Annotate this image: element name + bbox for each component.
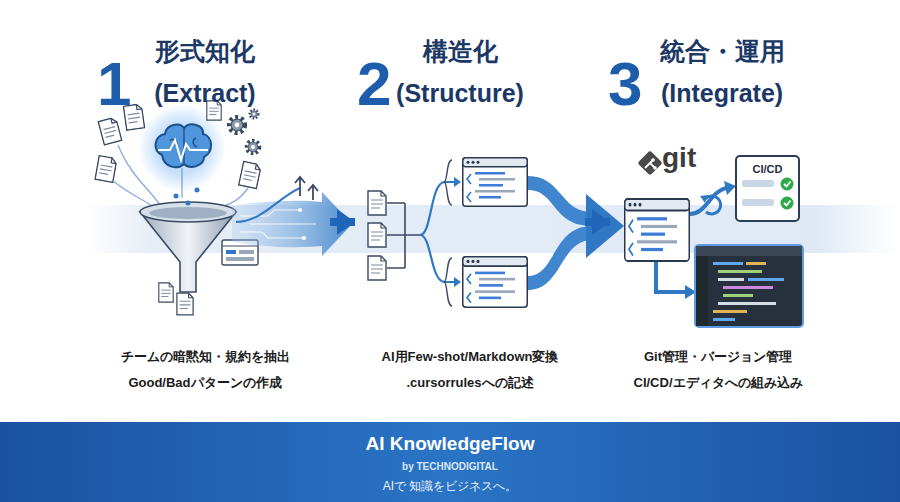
merge-arrow (528, 226, 592, 290)
git-dot (653, 166, 657, 170)
step-caption: Git管理・バージョン管理 CI/CD/エディタへの組み込み (613, 344, 823, 396)
editor-arrow (656, 262, 686, 292)
code-line (713, 310, 747, 313)
step-caption: チームの暗黙知・規約を抽出 Good/Badパターンの作成 (100, 344, 310, 396)
code-window (463, 158, 528, 207)
document-icon (98, 117, 122, 145)
brand-byline: by TECHNODIGITAL (0, 460, 900, 474)
editor-window (695, 245, 803, 327)
code-window (625, 199, 690, 261)
brace (444, 160, 452, 306)
code-line (723, 286, 773, 289)
panel-cell (226, 257, 254, 261)
code-line (746, 262, 766, 265)
pipeline-label: CI/CD (737, 162, 798, 176)
step-column: 1形式知化 (Extract) チームの暗黙知・規約を抽出 Good/Badパター… (80, 25, 330, 395)
pipeline-step (742, 180, 774, 187)
brand-tagline: AIで 知識をビジネスへ。 (0, 478, 900, 494)
step-number: 2 (357, 53, 391, 115)
code-line (723, 294, 753, 297)
check-badge (781, 178, 794, 191)
up-arrow (295, 177, 318, 200)
deploy-arrow (690, 188, 726, 214)
panel-header (222, 245, 258, 246)
panel-cell (226, 250, 236, 254)
document-icon (177, 293, 193, 315)
brain-fold (170, 129, 197, 163)
git-logo (637, 150, 662, 175)
document-icon (368, 256, 386, 280)
particle (186, 201, 191, 206)
integrate-illustration (625, 150, 803, 327)
merge-arrow (528, 176, 592, 226)
brand-band: AI KnowledgeFlow by TECHNODIGITAL AIで 知識をビ… (0, 422, 900, 502)
circuit-dot (298, 208, 302, 212)
pipeline-box: CI/CD (735, 155, 800, 222)
code-line (713, 262, 743, 265)
particle (174, 194, 179, 199)
bracket-line (387, 203, 420, 268)
funnel-mouth (149, 207, 227, 219)
pulse-line (158, 140, 208, 160)
step-number: 1 (97, 53, 131, 115)
panel-cell (239, 250, 254, 254)
document-icon (239, 161, 262, 188)
code-line (718, 270, 762, 273)
step-caption: AI用Few-shot/Markdown変換 .cursorrulesへの記述 (365, 344, 575, 396)
step-column: 3統合・運用 (Integrate) Git管理・バージョン管理 CI/CD/エデ… (610, 25, 830, 395)
editor-titlebar (696, 246, 802, 256)
arrow-head (454, 177, 461, 287)
check-badge (781, 197, 794, 210)
document-icon (368, 223, 386, 247)
code-line (748, 278, 784, 281)
flow-arrow (232, 192, 352, 256)
step-column: 2構造化 (Structure) AI用Few-shot/Markdown変換 .… (355, 25, 585, 395)
document-icon (159, 283, 173, 302)
gear-icon (247, 141, 260, 154)
input-stream (112, 145, 248, 208)
step-heading: 統合・運用 (Integrate) (647, 30, 797, 114)
extract-illustration (95, 101, 352, 315)
step-number: 3 (608, 53, 642, 115)
document-icon (368, 191, 386, 215)
code-line (718, 302, 776, 305)
step-heading: 構造化 (Structure) (385, 30, 535, 114)
git-dot (651, 158, 655, 162)
particle (195, 188, 200, 193)
code-line (713, 318, 735, 321)
chevron-arrow (586, 194, 624, 258)
circuit-dot (302, 236, 306, 240)
brand-name: AI KnowledgeFlow (0, 433, 900, 455)
check-mark (784, 182, 791, 206)
step-heading: 形式知化 (Extract) (130, 30, 280, 114)
stage-arrow (585, 218, 610, 226)
gear-icon (250, 110, 259, 119)
branch-arrow (420, 182, 456, 282)
stage-arrow (330, 218, 355, 226)
editor-gutter (696, 256, 708, 326)
structure-illustration (368, 158, 624, 307)
document-icon (95, 156, 117, 183)
flow-curve (236, 188, 300, 222)
code-line (718, 278, 744, 281)
gear-icon (229, 117, 245, 133)
git-wordmark: git (662, 143, 696, 173)
pipeline-fill (735, 155, 800, 222)
brain-icon (156, 124, 212, 167)
code-window (463, 257, 528, 307)
circuit-line (240, 210, 316, 238)
pipeline-step (742, 199, 774, 206)
